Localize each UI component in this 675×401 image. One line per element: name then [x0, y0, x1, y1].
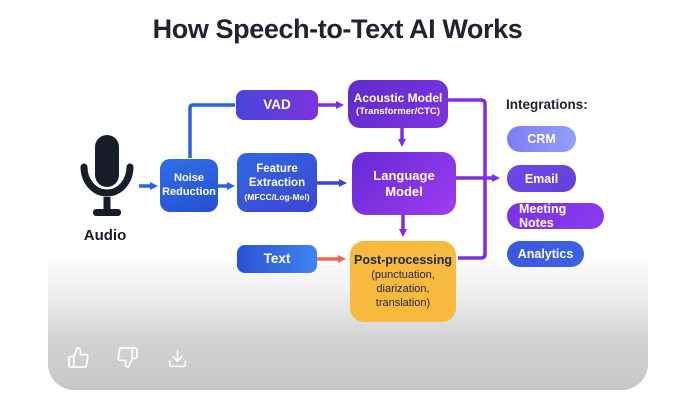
- node-subline: (punctuation,: [371, 268, 435, 281]
- download-button[interactable]: [163, 344, 191, 372]
- node-label: Post-processing: [354, 252, 452, 267]
- integration-pill-meeting-notes: Meeting Notes: [507, 202, 604, 230]
- audio-input-label: Audio: [83, 227, 127, 244]
- node-feature-extraction: Feature Extraction (MFCC/Log-Mel): [237, 153, 317, 212]
- pill-label: Meeting Notes: [519, 202, 567, 230]
- node-vad: VAD: [236, 90, 318, 120]
- node-subline: translation): [375, 297, 431, 310]
- pill-label: Email: [524, 171, 559, 186]
- node-label: Noise Reduction: [162, 172, 216, 198]
- thumbs-up-button[interactable]: [64, 343, 92, 371]
- microphone-icon: [80, 135, 134, 216]
- node-post-processing: Post-processing (punctuation, diarizatio…: [350, 241, 456, 322]
- node-noise-reduction: Noise Reduction: [160, 159, 218, 212]
- thumbs-down-button[interactable]: [113, 343, 141, 371]
- integration-pill-analytics: Analytics: [507, 241, 584, 267]
- node-label: Feature Extraction: [248, 163, 306, 189]
- download-icon: [168, 349, 186, 367]
- thumbs-down-icon: [116, 346, 138, 368]
- node-sublabel: (MFCC/Log-Mel): [244, 191, 310, 202]
- connector-noise-to-vad: [188, 103, 235, 158]
- node-acoustic-model: Acoustic Model (Transformer/CTC): [348, 80, 448, 128]
- node-label: Text: [263, 250, 291, 266]
- node-label: VAD: [263, 96, 291, 112]
- integration-pill-email: Email: [507, 165, 576, 192]
- node-language-model: Language Model: [352, 152, 456, 215]
- thumbs-up-icon: [67, 346, 89, 368]
- pill-label: CRM: [527, 132, 556, 146]
- integrations-header: Integrations:: [506, 97, 588, 112]
- integration-pill-crm: CRM: [507, 126, 576, 152]
- node-label: Language Model: [373, 167, 435, 199]
- node-subline: diarization,: [376, 282, 430, 295]
- diagram-title: How Speech-to-Text AI Works: [152, 14, 523, 44]
- node-label: Acoustic Model: [353, 90, 443, 105]
- node-sublabel: (Transformer/CTC): [356, 106, 440, 117]
- pill-label: Analytics: [517, 247, 574, 261]
- image-footer-panel: [48, 252, 648, 390]
- node-text: Text: [237, 245, 317, 273]
